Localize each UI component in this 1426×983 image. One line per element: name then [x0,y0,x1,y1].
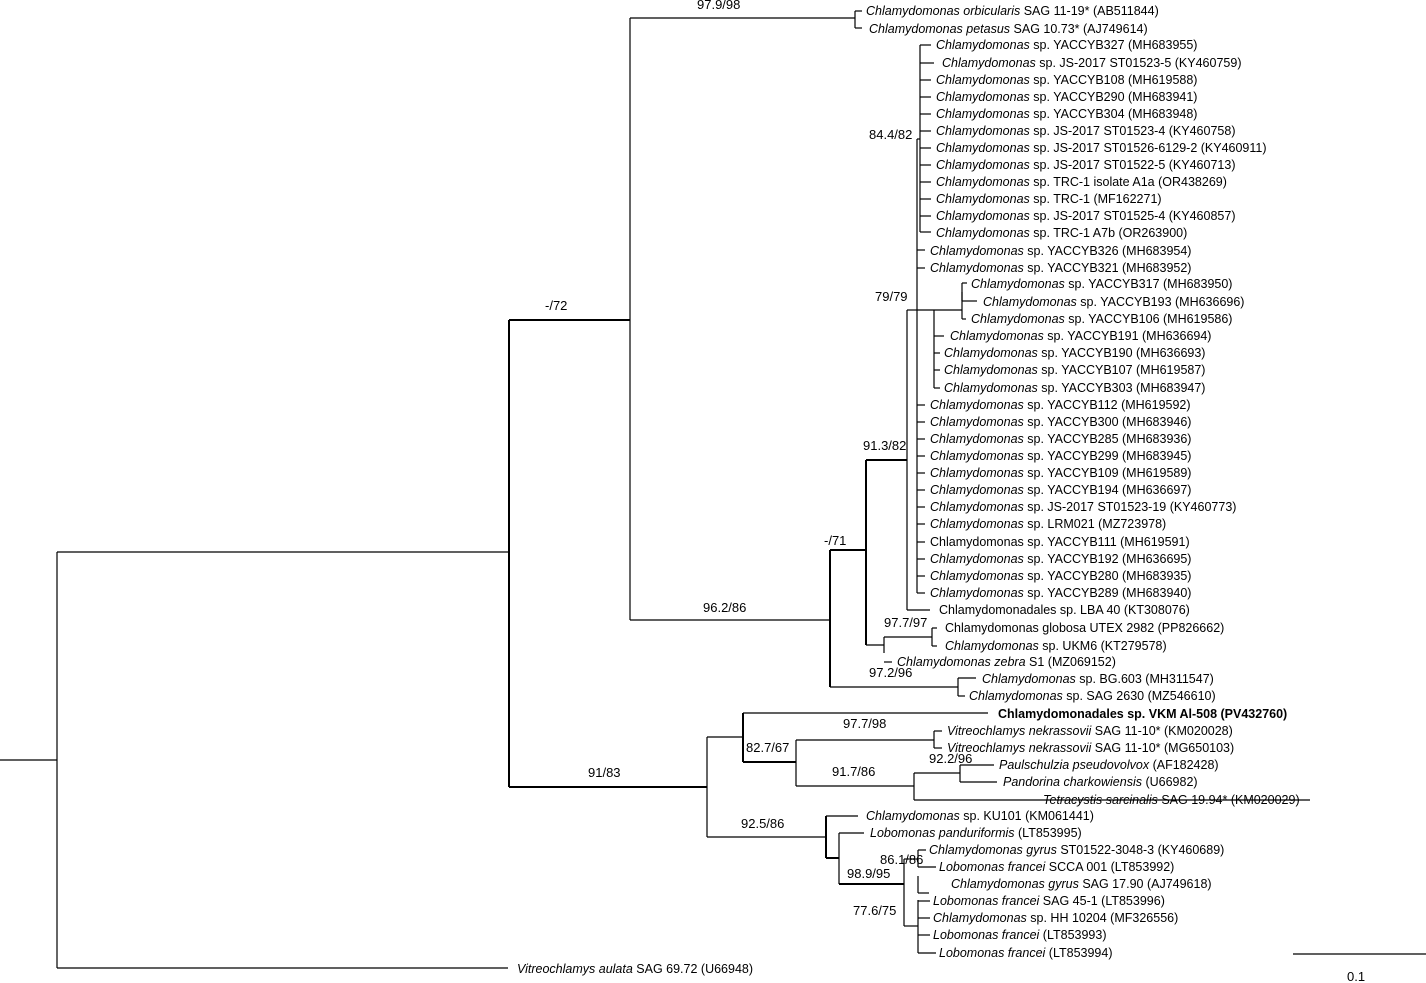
taxon-label: Chlamydomonas sp. SAG 2630 (MZ546610) [969,689,1216,703]
taxon-label: Lobomonas panduriformis (LT853995) [870,826,1082,840]
taxon-label: Chlamydomonas sp. TRC-1 A7b (OR263900) [936,226,1187,240]
support-value: 96.2/86 [703,600,746,615]
support-value: 77.6/75 [853,903,896,918]
taxon-label: Chlamydomonas sp. JS-2017 ST01526-6129-2… [936,141,1267,155]
support-value: 97.9/98 [697,0,740,12]
support-value: 91.7/86 [832,764,875,779]
taxon-label: Chlamydomonas sp. JS-2017 ST01525-4 (KY4… [936,209,1235,223]
taxon-label: Chlamydomonas sp. YACCYB280 (MH683935) [930,569,1191,583]
taxon-label: Chlamydomonas sp. YACCYB109 (MH619589) [930,466,1191,480]
support-value: 97.2/96 [869,665,912,680]
taxon-label: Chlamydomonas zebra S1 (MZ069152) [897,655,1116,669]
support-value: 86.1/86 [880,852,923,867]
taxon-label: Chlamydomonas sp. BG.603 (MH311547) [982,672,1214,686]
support-value: 92.5/86 [741,816,784,831]
support-value: 91/83 [588,765,621,780]
support-value: 97.7/97 [884,615,927,630]
support-value: 98.9/95 [847,866,890,881]
taxon-label: Chlamydomonas sp. YACCYB289 (MH683940) [930,586,1191,600]
taxon-label: Lobomonas francei SCCA 001 (LT853992) [939,860,1174,874]
support-value: 92.2/96 [929,751,972,766]
support-value: 82.7/67 [746,740,789,755]
taxon-label: Vitreochlamys nekrassovii SAG 11-10* (KM… [947,724,1233,738]
taxon-label: Chlamydomonas sp. YACCYB112 (MH619592) [930,398,1191,412]
support-value: -/72 [545,298,567,313]
taxon-label: Chlamydomonas sp. YACCYB299 (MH683945) [930,449,1191,463]
taxon-label: Chlamydomonas sp. YACCYB106 (MH619586) [971,312,1232,326]
scale-bar-label: 0.1 [1347,969,1365,983]
taxon-label: Chlamydomonas sp. TRC-1 (MF162271) [936,192,1162,206]
taxon-label: Chlamydomonas sp. YACCYB321 (MH683952) [930,261,1191,275]
taxon-label: Chlamydomonas sp. YACCYB317 (MH683950) [971,277,1232,291]
taxon-label: Chlamydomonas orbicularis SAG 11-19* (AB… [866,4,1159,18]
support-value: 84.4/82 [869,127,912,142]
taxon-label: Chlamydomonas sp. KU101 (KM061441) [866,809,1094,823]
taxon-label: Chlamydomonas sp. YACCYB304 (MH683948) [936,107,1197,121]
taxon-label: Vitreochlamys aulata SAG 69.72 (U66948) [517,962,753,976]
support-value: -/71 [824,533,846,548]
taxon-label: Chlamydomonas sp. JS-2017 ST01523-19 (KY… [930,500,1236,514]
taxon-label: Chlamydomonas sp. YACCYB192 (MH636695) [930,552,1191,566]
taxon-label: Chlamydomonas sp. YACCYB111 (MH619591) [930,535,1190,549]
taxon-label: Chlamydomonas sp. YACCYB327 (MH683955) [936,38,1197,52]
taxon-label: Chlamydomonas sp. YACCYB303 (MH683947) [944,381,1205,395]
scale-bar: 0.1 [1293,953,1426,983]
support-value: 79/79 [875,289,908,304]
taxon-label: Chlamydomonas sp. YACCYB108 (MH619588) [936,73,1197,87]
support-value: 97.7/98 [843,716,886,731]
taxon-label: Chlamydomonas gyrus ST01522-3048-3 (KY46… [929,843,1224,857]
taxon-label: Lobomonas francei (LT853993) [933,928,1107,942]
taxon-label: Chlamydomonas sp. UKM6 (KT279578) [945,639,1167,653]
taxon-label: Chlamydomonas sp. LRM021 (MZ723978) [930,517,1166,531]
taxon-label: Chlamydomonas sp. YACCYB326 (MH683954) [930,244,1191,258]
taxon-label: Chlamydomonas sp. JS-2017 ST01522-5 (KY4… [936,158,1235,172]
taxon-label: Lobomonas francei (LT853994) [939,946,1113,960]
taxon-label: Paulschulzia pseudovolvox (AF182428) [999,758,1219,772]
taxon-label: Chlamydomonas sp. YACCYB194 (MH636697) [930,483,1191,497]
taxon-label: Chlamydomonas sp. TRC-1 isolate A1a (OR4… [936,175,1227,189]
taxon-label: Chlamydomonas globosa UTEX 2982 (PP82666… [945,621,1224,635]
taxon-label: Tetracystis sarcinalis SAG 19.94* (KM020… [1043,793,1300,807]
taxon-label: Chlamydomonadales sp. LBA 40 (KT308076) [939,603,1190,617]
taxon-label: Chlamydomonas sp. YACCYB107 (MH619587) [944,363,1205,377]
taxon-label: Chlamydomonas sp. YACCYB300 (MH683946) [930,415,1191,429]
taxon-label: Chlamydomonas sp. YACCYB190 (MH636693) [944,346,1205,360]
taxon-label: Chlamydomonas sp. YACCYB193 (MH636696) [983,295,1244,309]
taxon-label: Chlamydomonas sp. YACCYB191 (MH636694) [950,329,1211,343]
taxon-labels: Chlamydomonas orbicularis SAG 11-19* (AB… [517,4,1300,976]
taxon-label: Chlamydomonas sp. YACCYB285 (MH683936) [930,432,1191,446]
taxon-label: Chlamydomonas sp. YACCYB290 (MH683941) [936,90,1197,104]
taxon-label: Vitreochlamys nekrassovii SAG 11-10* (MG… [947,741,1234,755]
taxon-label: Chlamydomonas sp. JS-2017 ST01523-4 (KY4… [936,124,1235,138]
taxon-label: Chlamydomonas gyrus SAG 17.90 (AJ749618) [951,877,1212,891]
taxon-label: Chlamydomonas petasus SAG 10.73* (AJ7496… [869,22,1148,36]
tree-branches [0,10,1310,969]
taxon-label: Pandorina charkowiensis (U66982) [1003,775,1198,789]
taxon-label: Chlamydomonas sp. JS-2017 ST01523-5 (KY4… [942,56,1241,70]
taxon-label: Lobomonas francei SAG 45-1 (LT853996) [933,894,1165,908]
taxon-label-highlighted: Chlamydomonadales sp. VKM Al-508 (PV4327… [998,707,1287,721]
taxon-label: Chlamydomonas sp. HH 10204 (MF326556) [933,911,1178,925]
support-value: 91.3/82 [863,438,906,453]
support-values: 97.9/98 84.4/82 79/79 -/72 91.3/82 -/71 … [545,0,972,918]
